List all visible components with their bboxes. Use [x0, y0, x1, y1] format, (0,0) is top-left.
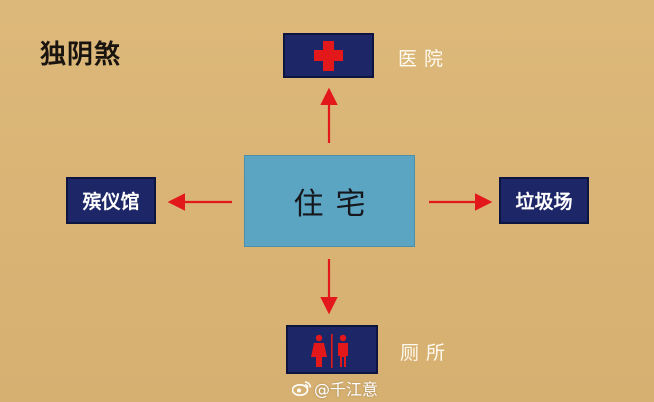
toilet-label: 厕所 — [400, 342, 453, 364]
watermark: @千江意 — [292, 376, 378, 400]
funeral-home-box: 殡仪馆 — [66, 177, 156, 224]
red-cross-icon — [314, 41, 343, 71]
weibo-icon — [292, 381, 312, 396]
diagram-title: 独阴煞 — [40, 40, 122, 70]
center-house-label: 住宅 — [293, 187, 378, 222]
garbage-dump-label: 垃圾场 — [515, 191, 573, 213]
funeral-home-label: 殡仪馆 — [82, 191, 140, 213]
toilet-box — [286, 325, 378, 374]
watermark-text: @千江意 — [314, 380, 379, 399]
hospital-box — [283, 33, 374, 78]
garbage-dump-box: 垃圾场 — [499, 177, 589, 224]
hospital-label: 医院 — [398, 48, 451, 70]
center-house-box: 住宅 — [244, 155, 415, 247]
restroom-icon — [311, 334, 348, 368]
